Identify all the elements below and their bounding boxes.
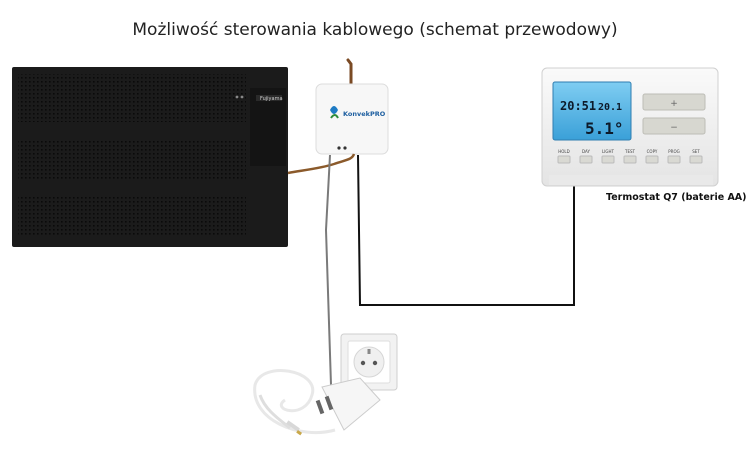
button-label-light: LIGHT xyxy=(602,149,615,154)
thermostat-down-button[interactable]: − xyxy=(670,123,678,133)
button-set[interactable] xyxy=(689,155,703,164)
button-prog[interactable] xyxy=(667,155,681,164)
module-brand-label: KonvekPRO xyxy=(343,110,386,118)
thermostat-caption: Termostat Q7 (baterie AA) xyxy=(606,192,747,203)
button-label-day: DAY xyxy=(582,149,590,154)
thermostat-up-button[interactable]: + xyxy=(670,99,678,109)
button-label-prog: PROG xyxy=(668,149,679,154)
lcd-temp-small: 20.1 xyxy=(598,102,622,113)
button-day[interactable] xyxy=(579,155,593,164)
button-test[interactable] xyxy=(623,155,637,164)
diagram-title: Możliwość sterowania kablowego (schemat … xyxy=(132,20,618,40)
thermostat-cable xyxy=(357,154,575,306)
button-label-hold: HOLD xyxy=(558,149,569,154)
convector-heater xyxy=(12,67,288,247)
power-cable xyxy=(324,154,332,386)
control-module xyxy=(315,83,389,155)
lcd-time: 20:51 xyxy=(560,99,596,113)
adapter-cable-coil xyxy=(253,369,336,436)
module-antenna xyxy=(346,58,353,86)
heater-cable xyxy=(287,153,356,175)
power-adapter xyxy=(315,377,381,431)
button-copy[interactable] xyxy=(645,155,659,164)
button-label-test: TEST xyxy=(624,149,636,154)
button-light[interactable] xyxy=(601,155,615,164)
thermostat-q7 xyxy=(541,67,719,187)
wall-socket xyxy=(340,333,398,391)
thermostat-button-row xyxy=(557,155,703,164)
heater-brand-label: Fujiyama xyxy=(260,96,283,102)
button-hold[interactable] xyxy=(557,155,571,164)
button-label-set: SET xyxy=(692,149,700,154)
button-label-copy: COPY xyxy=(647,149,658,154)
lcd-temp-big: 5.1° xyxy=(585,119,624,138)
